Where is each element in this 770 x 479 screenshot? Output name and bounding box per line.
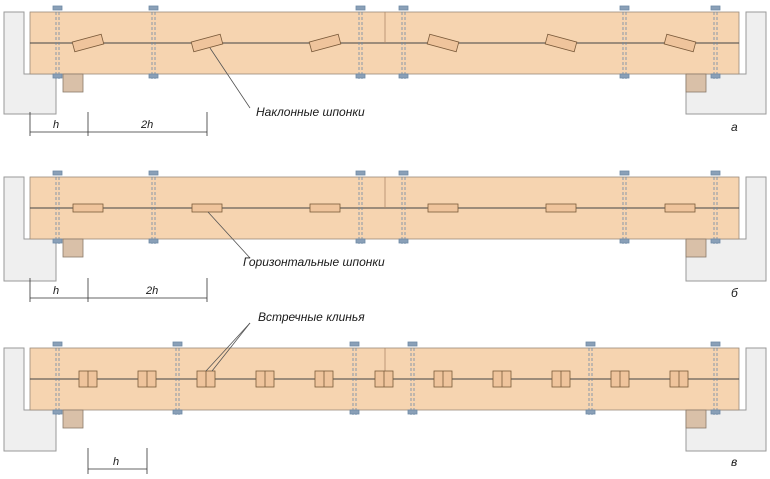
wedge-pair bbox=[78, 370, 98, 388]
bolt bbox=[52, 341, 63, 415]
label-leaders bbox=[205, 322, 251, 372]
right-bearing-pad bbox=[685, 409, 707, 429]
bolt bbox=[52, 5, 63, 79]
left-bearing-pad bbox=[62, 238, 84, 258]
panel-label: Встречные клинья bbox=[258, 310, 365, 324]
bolt bbox=[355, 170, 366, 244]
horizontal-key bbox=[427, 203, 459, 213]
dim-h: h bbox=[53, 285, 59, 297]
bolt bbox=[355, 5, 366, 79]
dim-2h: 2h bbox=[140, 119, 153, 131]
bolt bbox=[52, 170, 63, 244]
label-leader bbox=[209, 47, 251, 109]
left-bearing-pad bbox=[62, 409, 84, 429]
upper-timber bbox=[29, 11, 740, 44]
bolt bbox=[710, 341, 721, 415]
dim-h: h bbox=[113, 456, 119, 468]
bolts bbox=[52, 5, 721, 79]
left-bearing-pad bbox=[62, 73, 84, 93]
panel-label: Горизонтальные шпонки bbox=[243, 255, 385, 269]
dimension-lines bbox=[29, 112, 208, 136]
bolt bbox=[148, 170, 159, 244]
opposing-wedges bbox=[78, 370, 689, 388]
bolt bbox=[172, 341, 183, 415]
wedge-pair bbox=[551, 370, 571, 388]
bolt bbox=[148, 5, 159, 79]
horizontal-key bbox=[72, 203, 104, 213]
inclined-key bbox=[426, 33, 460, 53]
bolts bbox=[52, 341, 721, 415]
inclined-key bbox=[71, 33, 105, 53]
right-bearing-pad bbox=[685, 238, 707, 258]
bolt bbox=[710, 170, 721, 244]
dimension-lines bbox=[87, 448, 148, 474]
wedge-pair bbox=[492, 370, 512, 388]
dim-2h: 2h bbox=[145, 285, 158, 297]
inclined-key bbox=[544, 33, 578, 53]
wedge-pair bbox=[433, 370, 453, 388]
bolt bbox=[619, 5, 630, 79]
inclined-keys bbox=[71, 33, 697, 53]
panel-letter: б bbox=[731, 286, 739, 300]
horizontal-key bbox=[191, 203, 223, 213]
bolt bbox=[619, 170, 630, 244]
upper-timber bbox=[29, 176, 740, 209]
bolt bbox=[398, 170, 409, 244]
panel-c: Встречные клинья h в bbox=[3, 310, 767, 474]
label-leader bbox=[207, 211, 251, 259]
horizontal-keys bbox=[72, 203, 696, 213]
wedge-pair bbox=[196, 370, 216, 388]
inclined-key bbox=[663, 33, 697, 53]
bolts bbox=[52, 170, 721, 244]
inclined-key bbox=[308, 33, 342, 53]
bolt bbox=[585, 341, 596, 415]
panel-a: Наклонные шпонки h 2h а bbox=[3, 5, 767, 136]
wedge-pair bbox=[255, 370, 275, 388]
wedge-pair bbox=[610, 370, 630, 388]
bolt bbox=[407, 341, 418, 415]
horizontal-key bbox=[664, 203, 696, 213]
dim-h: h bbox=[53, 119, 59, 131]
lower-timber bbox=[29, 207, 740, 240]
bolt bbox=[349, 341, 360, 415]
wedge-pair bbox=[137, 370, 157, 388]
panel-b: Горизонтальные шпонки h 2h б bbox=[3, 170, 767, 302]
panel-label: Наклонные шпонки bbox=[256, 105, 365, 119]
dimension-lines bbox=[29, 278, 208, 302]
panel-letter: в bbox=[731, 455, 737, 469]
bolt bbox=[710, 5, 721, 79]
wedge-pair bbox=[669, 370, 689, 388]
inclined-key bbox=[190, 33, 224, 53]
panel-letter: а bbox=[731, 120, 738, 134]
horizontal-key bbox=[545, 203, 577, 213]
wedge-pair bbox=[314, 370, 334, 388]
right-bearing-pad bbox=[685, 73, 707, 93]
bolt bbox=[398, 5, 409, 79]
wedge-pair bbox=[374, 370, 394, 388]
lower-timber bbox=[29, 42, 740, 75]
horizontal-key bbox=[309, 203, 341, 213]
